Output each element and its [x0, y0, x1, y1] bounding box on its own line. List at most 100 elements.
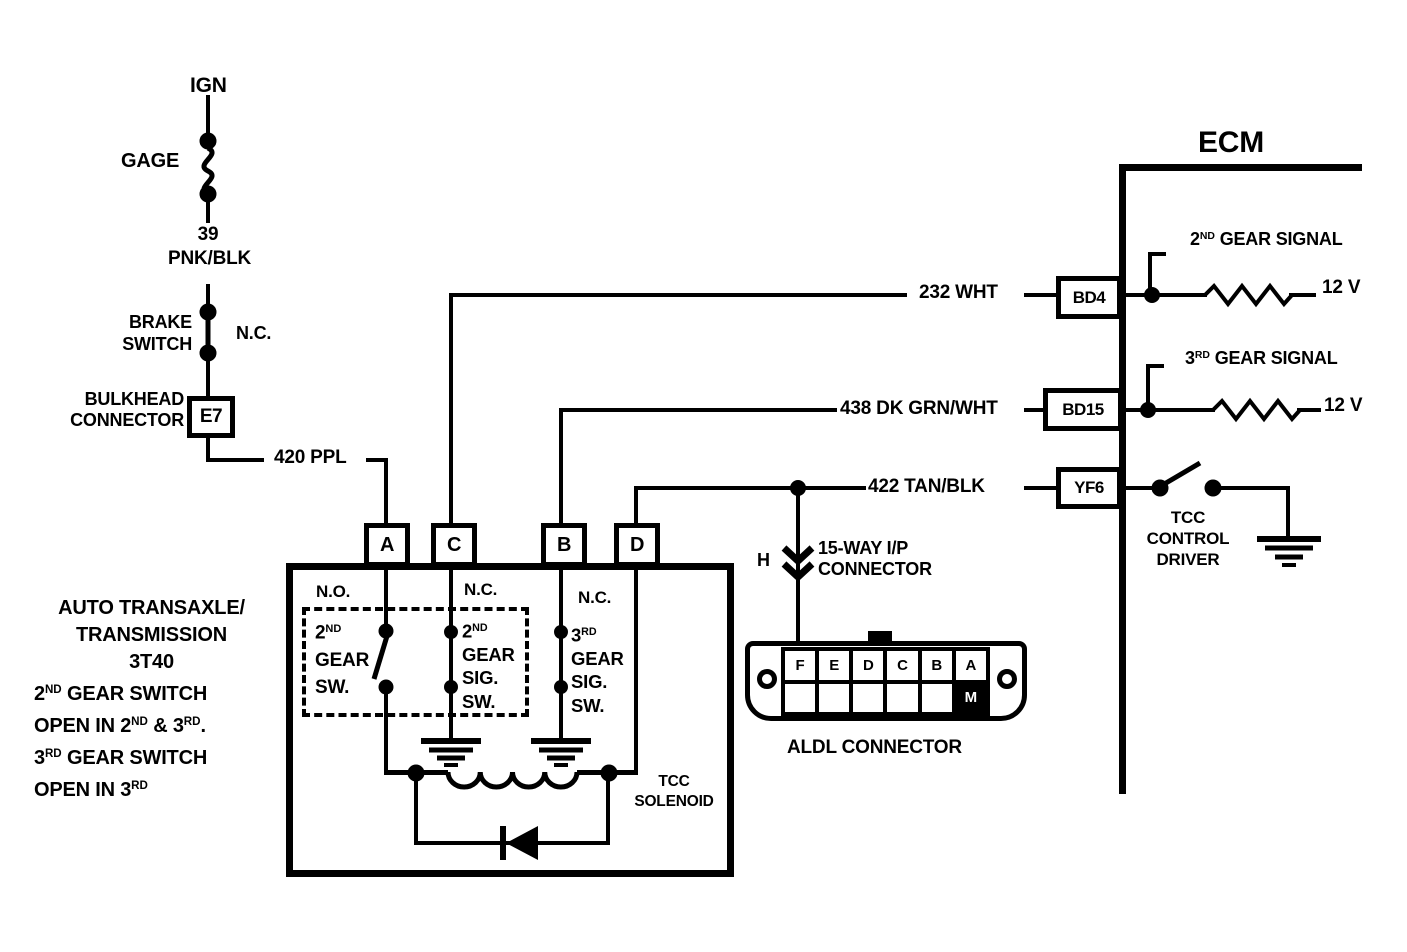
wire-438-stub-bd15	[1024, 408, 1046, 412]
nc-state-label-right: N.C.	[578, 588, 612, 607]
ecm-pin-yf6-box: YF6	[1056, 467, 1122, 509]
driver-line2: CONTROL	[1146, 529, 1230, 548]
wire-420-ppl-label: 420 PPL	[274, 447, 347, 468]
aldl-pin-e: E	[819, 651, 850, 680]
transaxle-note-block: AUTO TRANSAXLE/ TRANSMISSION 3T40 2ND GE…	[34, 595, 269, 804]
wire-422-drop-to-aldl	[796, 488, 800, 645]
aldl-pin-d: D	[853, 651, 884, 680]
ground-symbol-ecm	[1257, 536, 1321, 567]
3rd-gear-signal-label: 3RD GEAR SIGNAL	[1185, 348, 1338, 368]
solenoid-pin-c-label: C	[447, 533, 461, 556]
2nd-gear-signal-label: 2ND GEAR SIGNAL	[1190, 229, 1343, 249]
tcc-control-driver-label: TCC CONTROL DRIVER	[1128, 507, 1248, 570]
wire-fuse-to-circuit39	[206, 199, 210, 223]
aldl-pin-b: B	[921, 651, 952, 680]
2nd-gear-sig-switch-symbol	[444, 625, 458, 694]
note-line-4: 2ND GEAR SWITCH	[34, 682, 208, 705]
driver-line3: DRIVER	[1156, 550, 1220, 569]
wire-yf6-internal	[1122, 486, 1160, 490]
wire-420-tick	[366, 458, 388, 462]
sig2nd-line1: 2ND	[462, 620, 488, 642]
resistor-3rd-gear-signal	[1211, 397, 1302, 423]
sw2nd-line3: SW.	[315, 676, 350, 698]
wire-e7-down	[206, 437, 210, 460]
bulkhead-connector-label: BULKHEAD CONNECTOR	[38, 389, 184, 431]
aldl-pin-blank-2	[819, 683, 850, 712]
wire-422-tanblk-label: 422 TAN/BLK	[868, 476, 985, 497]
wire-bd4-tap-stub	[1148, 252, 1166, 256]
brake-switch-label-line2: SWITCH	[122, 334, 192, 354]
wire-bd15-internal	[1122, 408, 1215, 412]
wire-a-column-upper	[384, 566, 388, 633]
ground-symbol-2nd-sig	[421, 738, 481, 767]
solenoid-pin-d-box: D	[614, 523, 660, 567]
ip-connector-label-line1: 15-WAY I/P	[818, 538, 909, 558]
aldl-top-tab	[868, 631, 892, 643]
bulkhead-label-line1: BULKHEAD	[84, 389, 185, 409]
bulkhead-label-line2: CONNECTOR	[70, 410, 184, 430]
ip-connector-chevron-icon	[781, 545, 815, 582]
aldl-pin-grid: F E D C B A M	[781, 647, 990, 716]
junction-dot-bd15	[1140, 402, 1156, 418]
transaxle-outline-box	[286, 563, 734, 877]
wire-bd15-tap-stub	[1146, 364, 1164, 368]
no-state-label: N.O.	[316, 582, 351, 601]
note-line-2: TRANSMISSION	[76, 624, 227, 646]
brake-switch-label-line1: BRAKE	[128, 312, 192, 332]
note-line-1: AUTO TRANSAXLE/	[58, 597, 245, 619]
aldl-pin-blank-1	[785, 683, 816, 712]
wire-bd15-resistor-out	[1297, 408, 1321, 412]
brake-switch-nc-label: N.C.	[236, 323, 272, 343]
wire-bd15-tap-vertical	[1146, 364, 1150, 412]
wire-c-column-upper	[449, 566, 453, 633]
note-line-7: OPEN IN 3RD	[34, 778, 148, 801]
12v-label-3rd: 12 V	[1324, 395, 1363, 416]
wire-a-column-lower	[384, 688, 388, 772]
solenoid-pin-c-box: C	[431, 523, 477, 567]
wire-bd4-tap-vertical	[1148, 252, 1152, 297]
sig2nd-line3: SIG.	[462, 667, 499, 689]
driver-line1: TCC	[1170, 508, 1206, 527]
solenoid-pin-d-label: D	[630, 533, 644, 556]
ground-symbol-3rd-sig	[531, 738, 591, 767]
aldl-pin-c: C	[887, 651, 918, 680]
aldl-pin-blank-4	[887, 683, 918, 712]
tcc-driver-switch-symbol	[1151, 460, 1222, 497]
sig2nd-line4: SW.	[462, 690, 496, 712]
note-line-6: 3RD GEAR SWITCH	[34, 746, 208, 769]
aldl-pin-blank-5	[921, 683, 952, 712]
diode-symbol	[500, 826, 538, 860]
solenoid-pin-a-label: A	[380, 533, 394, 556]
2nd-gear-switch-dashed-box	[302, 607, 529, 717]
note-line-5: OPEN IN 2ND & 3RD.	[34, 714, 206, 737]
wire-ign-to-fuse	[206, 95, 210, 133]
tcc-solenoid-label: TCC SOLENOID	[628, 772, 720, 812]
gage-fuse-symbol	[199, 132, 217, 203]
ip-connector-h-label: H	[757, 550, 770, 570]
sw2nd-line1: 2ND	[315, 622, 342, 644]
wire-422-stub-yf6	[1024, 486, 1057, 490]
ip-connector-label-line2: CONNECTOR	[818, 559, 932, 579]
solenoid-pin-b-label: B	[557, 533, 571, 556]
resistor-2nd-gear-signal	[1203, 282, 1294, 308]
2nd-gear-switch-symbol	[371, 623, 394, 695]
wire-e7-elbow	[206, 458, 264, 462]
aldl-connector-label: ALDL CONNECTOR	[787, 737, 962, 758]
wire-438-horizontal	[559, 408, 837, 412]
brake-switch-symbol	[199, 303, 217, 362]
bulkhead-pin-label: E7	[199, 406, 223, 427]
wire-brake-switch-to-e7	[206, 353, 210, 396]
wire-driver-switch-out	[1213, 486, 1288, 490]
aldl-pin-m: M	[955, 683, 986, 712]
ecm-pin-bd4-box: BD4	[1056, 276, 1122, 319]
tcc-solenoid-line2: SOLENOID	[634, 793, 714, 810]
ecm-underline	[1119, 164, 1362, 171]
solenoid-pin-a-box: A	[364, 523, 410, 567]
wire-bd4-internal	[1122, 293, 1207, 297]
wire-driver-ground-drop	[1286, 486, 1290, 538]
sw2nd-line2: GEAR	[315, 649, 370, 671]
wire-232-stub-bd4	[1024, 293, 1057, 297]
sig3rd-line1: 3RD	[571, 624, 597, 646]
wire-438-dkgrnwht-label: 438 DK GRN/WHT	[840, 398, 998, 419]
